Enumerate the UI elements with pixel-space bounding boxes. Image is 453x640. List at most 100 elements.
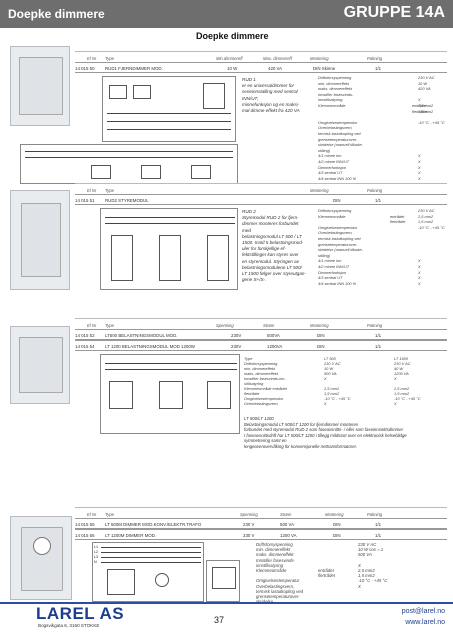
- phase-l2: L2: [94, 550, 98, 554]
- rud2-product-photo: [10, 190, 70, 290]
- banner-left-title: Doepke dimmere: [8, 7, 105, 21]
- lt-table-cell: 500 VA: [324, 371, 337, 376]
- lt-table-cell: min. dimmereffekt: [244, 366, 275, 371]
- spec-key: skridelse: [256, 599, 273, 604]
- s3-product-row-1: 14 015 52 LT500 BELASTNINGSMODUL MOD. 23…: [75, 329, 447, 340]
- lt-table-cell: maks. dimmereffekt: [244, 371, 278, 376]
- lt-table-cell: -10 °C - +45 °C: [394, 396, 421, 401]
- spec-mode: entrådet: [318, 568, 334, 573]
- spec-key: termisk lastutkopling ved: [318, 131, 361, 136]
- spec-value: X: [418, 97, 421, 103]
- spec-key: maks. dimmereffekt: [318, 86, 352, 92]
- company-logo: LAREL AS: [36, 604, 125, 623]
- lt500m-product-photo: [10, 516, 72, 600]
- spec-value: 230 V AC: [418, 75, 435, 80]
- spec-value: 2,5 mm2: [418, 213, 434, 219]
- spec-key: 4/2 minne INN/UT: [318, 159, 350, 164]
- s3-header: El Nr Type Spenning Strøm Montering Pakn…: [75, 318, 447, 330]
- lt-table-cell: Omgivelsestemperatur: [244, 396, 284, 401]
- lt-table-head: Type: [244, 356, 253, 361]
- lt-table-cell: Innstiller fasesvinds-inn-: [244, 376, 286, 381]
- s1-spec-list: Driftsforsyspenning 230 V AC min. dimmeref…: [318, 75, 448, 185]
- spec-key: Omgivelsestemperatur: [318, 119, 358, 125]
- spec-key: Overbelastingsvern,: [318, 125, 353, 131]
- spec-mode: flertrådet: [318, 573, 335, 579]
- phase-l3: L3: [94, 555, 98, 559]
- spec-value: 2,5 mm2: [358, 568, 375, 573]
- lt-table-cell: 230 V AC: [394, 361, 411, 366]
- spec-key: stilling): [318, 252, 331, 258]
- lt-table-cell: 1,5 mm2: [394, 391, 410, 396]
- s2-product-row: 14 015 51 RUD2 STYREMODUL DIN 1/1: [75, 194, 447, 205]
- s4-product-row-2: 14 015 56 LT 1200M DIMMER MOD. 230 V 120…: [75, 529, 447, 540]
- rud2-wiring-diagram: [100, 208, 238, 290]
- contact-email[interactable]: post@larel.no: [401, 608, 445, 615]
- spec-key: skridelse (manuell tilbake-: [318, 142, 363, 148]
- rud1-wiring-diagram-top: [102, 76, 236, 142]
- spec-mode: flertrådet: [390, 219, 406, 225]
- lt-table-cell: Klemmeområde entrådet: [244, 386, 287, 391]
- spec-key: Overbelastingsvern,: [256, 583, 295, 589]
- spec-key: 4/3 sentral UT: [318, 275, 343, 281]
- spec-key: termisk lastutkopling ved: [256, 588, 304, 594]
- lt500m-wiring-diagram: L1 L2 L3 N: [92, 542, 204, 602]
- spec-key: min. dimmereffekt: [318, 80, 349, 86]
- s1-h-type: Type: [105, 56, 114, 61]
- s1-header: El Nr Type Min.dimmereff Max. dimmereff …: [75, 51, 447, 63]
- rud1-wiring-diagram-bottom: [20, 144, 238, 184]
- footer-rule: [0, 602, 453, 604]
- spec-value: X: [418, 275, 421, 281]
- spec-key: grensetemperaturover-: [318, 241, 358, 247]
- contact-web[interactable]: www.larel.no: [405, 619, 445, 626]
- spec-key: maks. dimmereffekt: [256, 552, 294, 558]
- spec-key: grensetemperaturover-: [318, 136, 358, 142]
- spec-key: Driftsforsyspenning: [318, 75, 352, 80]
- spec-value: X: [418, 170, 421, 176]
- spec-value: -10 °C - +45 °C: [418, 119, 445, 125]
- lt-note-text: LT 500/LT 1200 Belastningsmodul LT 500/L…: [244, 416, 407, 449]
- spec-key: 4/4 sentral INN 100 %: [318, 175, 357, 181]
- spec-value: X: [358, 583, 361, 589]
- spec-key: Omgivelsestemperatur: [256, 578, 300, 584]
- spec-key: Klemmeområde: [256, 568, 287, 573]
- spec-key: min. dimmereffekt: [256, 547, 291, 553]
- page-subtitle: Doepke dimmere: [196, 31, 269, 41]
- spec-value: X: [418, 269, 421, 275]
- spec-value: X: [418, 164, 421, 170]
- dimmer-knob-icon: [33, 537, 51, 555]
- s1-product-row: 14 015 50 RUD1 FJERNDIMMER MOD. 10 W 420…: [75, 62, 447, 73]
- spec-key: Klemmeområde: [318, 103, 346, 108]
- spec-value: X: [418, 175, 421, 181]
- spec-key: 4/1 minne inn: [318, 258, 342, 264]
- lt-table-cell: 1200 VA: [394, 371, 409, 376]
- spec-mode: entrådet: [412, 103, 427, 108]
- s3-product-row-2: 14 015 54 LT 1200 BELASTNINGSMODUL MOD 1…: [75, 340, 447, 351]
- spec-key: stilling): [318, 147, 331, 153]
- spec-mode: flertrådet: [412, 108, 428, 114]
- spec-value: X: [358, 562, 361, 568]
- spec-key: Innstiller fasesvinds-: [256, 557, 295, 563]
- lt-table-cell: X: [324, 401, 327, 406]
- contact-block: post@larel.no www.larel.no: [402, 606, 445, 628]
- spec-key: Dimmerfunksjon: [318, 269, 347, 275]
- lt-wiring-diagram: [100, 354, 240, 434]
- spec-key: 4/3 sentral UT: [318, 170, 343, 176]
- spec-key: 4/2 minne INN/UT: [318, 264, 350, 269]
- lt-table-cell: 10 W: [324, 366, 334, 371]
- lt-table-cell: -10 °C - +45 °C: [324, 396, 351, 401]
- lt-table-head: LT 500: [324, 356, 336, 361]
- lt-table-cell: flertrådet: [244, 391, 260, 396]
- s1-h-min: Min.dimmereff: [216, 56, 243, 61]
- spec-key: Omgivelsestemperatur: [318, 224, 358, 230]
- spec-value: -10 °C - +45 °C: [358, 578, 388, 584]
- page-number: 37: [214, 615, 225, 625]
- rud1-product-photo: [10, 46, 70, 126]
- s1-h-elnr: El Nr: [87, 56, 97, 61]
- spec-value: X: [418, 153, 421, 159]
- spec-key: Driftsforsyspenning: [318, 208, 352, 213]
- s2-header: El Nr Type Montering Pakning: [75, 183, 447, 195]
- spec-key: Innstiller fasesvinds-: [318, 91, 354, 97]
